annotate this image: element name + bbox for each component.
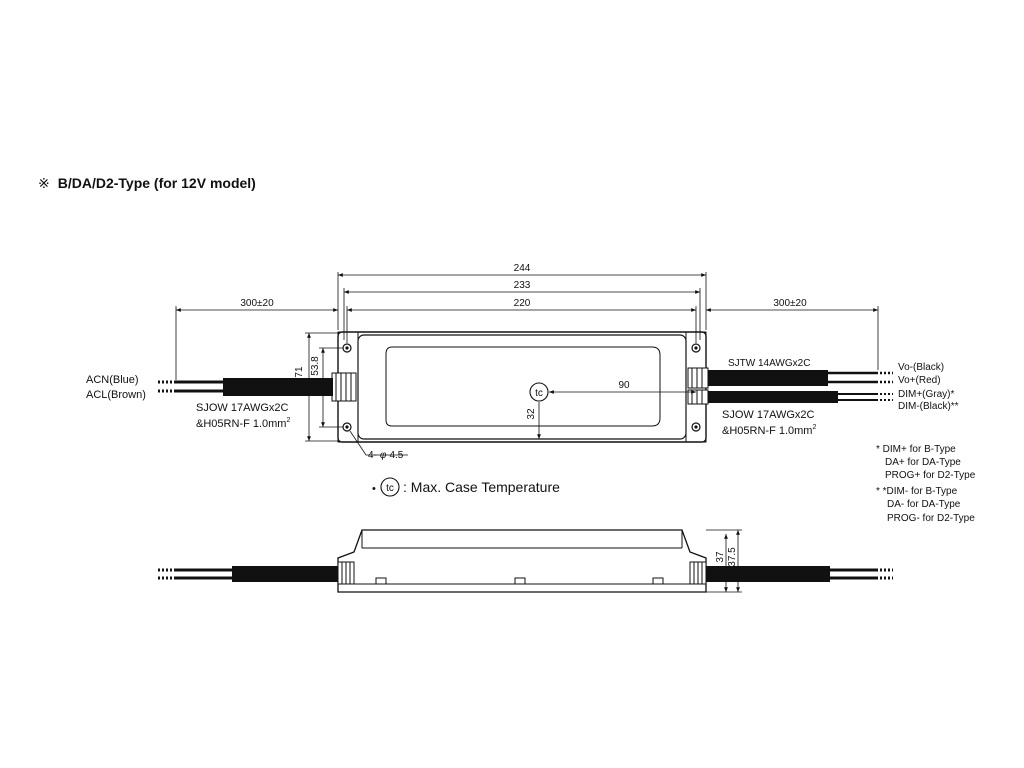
left-wires — [158, 380, 223, 393]
label-vo-minus: Vo-(Black) — [898, 362, 944, 373]
dim-tc-x: 90 — [618, 380, 630, 391]
tc-legend-icon — [380, 477, 400, 497]
tc-legend-bullet: • — [372, 483, 376, 495]
dim-side-height-37-5: 37.5 — [727, 547, 738, 567]
right-dim-cable — [708, 391, 838, 403]
note-5: DA- for DA-Type — [887, 499, 961, 510]
diagram-title: ※ B/DA/D2-Type (for 12V model) — [38, 175, 256, 192]
mounting-holes — [342, 343, 701, 432]
note-3: PROG+ for D2-Type — [885, 470, 976, 481]
label-dim-plus: DIM+(Gray)* — [898, 389, 955, 400]
type-notes: * DIM+ for B-Type DA+ for DA-Type PROG+ … — [876, 444, 976, 524]
side-tab-left — [375, 577, 387, 585]
reference-mark: ※ — [38, 175, 50, 191]
dim-length-body: 220 — [514, 298, 531, 309]
right-wires — [828, 371, 893, 401]
note-2: DA+ for DA-Type — [885, 457, 961, 468]
dim-side-height-37: 37 — [715, 551, 726, 563]
tc-legend-symbol: tc — [386, 483, 394, 494]
dim-cable-right: 300±20 — [773, 298, 807, 309]
label-area — [385, 346, 661, 427]
note-4: * *DIM- for B-Type — [876, 486, 958, 497]
side-case-outline — [337, 529, 707, 593]
label-right-cable-spec-1: SJOW 17AWGx2C — [722, 409, 815, 421]
dim-height-53-8: 53.8 — [310, 356, 321, 376]
side-tab-center — [514, 577, 526, 585]
label-left-cable-spec-1: SJOW 17AWGx2C — [196, 402, 289, 414]
dim-overall-length: 244 — [514, 263, 531, 274]
title-text: B/DA/D2-Type (for 12V model) — [57, 175, 256, 191]
dim-length-mid: 233 — [514, 280, 531, 291]
label-right-cable-spec-2: &H05RN-F 1.0mm2 — [722, 424, 816, 437]
tc-marker-text: tc — [535, 388, 543, 399]
tc-marker: tc — [529, 382, 549, 402]
label-acn: ACN(Blue) — [86, 374, 139, 386]
dim-tc-y: 32 — [526, 408, 537, 420]
left-cable-gland — [331, 372, 357, 402]
dimension-lines — [175, 272, 879, 456]
top-view: tc 244 233 220 300±20 300±20 71 53.8 90 … — [86, 263, 959, 461]
label-acl: ACL(Brown) — [86, 389, 146, 401]
label-top-cable: SJTW 14AWGx2C — [728, 358, 810, 369]
note-1: * DIM+ for B-Type — [876, 444, 956, 455]
note-6: PROG- for D2-Type — [887, 513, 975, 524]
tc-legend: • tc : Max. Case Temperature — [372, 477, 560, 497]
side-view — [337, 529, 742, 593]
right-output-cable — [708, 370, 828, 386]
label-left-cable-spec-2: &H05RN-F 1.0mm2 — [196, 417, 290, 430]
right-cable-gland-top — [687, 367, 709, 389]
dim-height-71: 71 — [294, 366, 305, 378]
side-tab-right — [652, 577, 664, 585]
label-dim-minus: DIM-(Black)** — [898, 401, 959, 412]
case-body — [357, 334, 687, 440]
side-view-cables — [158, 566, 893, 582]
label-vo-plus: Vo+(Red) — [898, 375, 941, 386]
left-input-cable — [223, 378, 333, 396]
tc-legend-text: : Max. Case Temperature — [403, 479, 560, 495]
dim-cable-left: 300±20 — [240, 298, 274, 309]
